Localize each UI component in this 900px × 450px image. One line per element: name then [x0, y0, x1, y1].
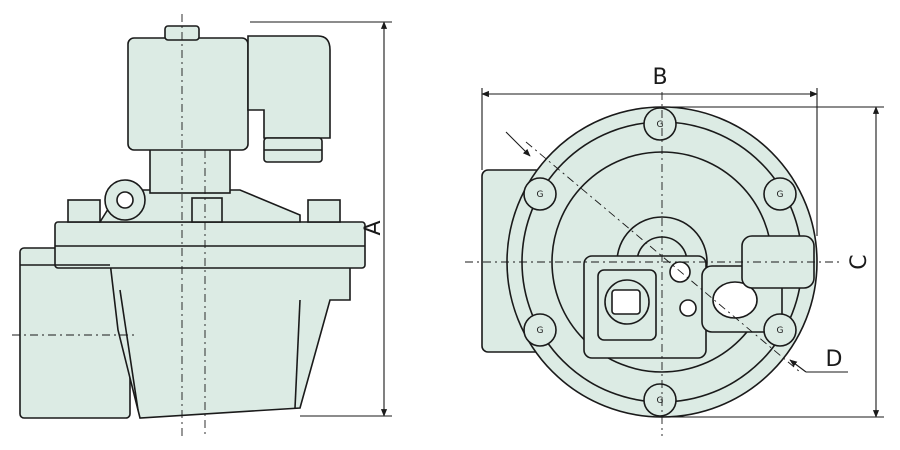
coil-connector: [247, 35, 331, 139]
bolt-head-left: [67, 199, 101, 223]
valve-flange: [54, 221, 366, 269]
bolt-head-mid: [191, 197, 223, 223]
bolt-head-right: [307, 199, 341, 223]
bolt-mark-sw: G: [537, 326, 544, 336]
bolt-mark-s: G: [657, 396, 664, 406]
dimension-a-label: A: [361, 220, 386, 235]
bolt-mark-se: G: [777, 326, 784, 336]
bolt-mark-nw: G: [537, 190, 544, 200]
dimension-d: [505, 131, 848, 373]
side-centerlines: [12, 14, 206, 440]
top-bolt-ne: [763, 177, 797, 211]
dimension-b: [481, 88, 818, 236]
dimension-c-label: C: [847, 254, 872, 269]
top-bolt-n: [643, 107, 677, 141]
dimension-c: [662, 106, 884, 418]
pilot-block: [149, 147, 231, 194]
valve-body: [109, 261, 351, 419]
top-bolt-nw: [523, 177, 557, 211]
top-bolt-sw: [523, 313, 557, 347]
side-view: [19, 25, 366, 419]
top-bolt-se: [763, 313, 797, 347]
bolt-mark-n: G: [657, 120, 664, 130]
dimension-b-label: B: [652, 65, 667, 90]
bolt-markings: G G G G G G: [537, 120, 784, 406]
bolt-mark-ne: G: [777, 190, 784, 200]
dimension-a: [250, 21, 392, 417]
dimension-d-label: D: [826, 347, 843, 372]
top-bolts: [523, 107, 797, 417]
solenoid-coil: [127, 37, 249, 151]
top-centerlines: [465, 92, 842, 436]
top-bolt-s: [643, 383, 677, 417]
